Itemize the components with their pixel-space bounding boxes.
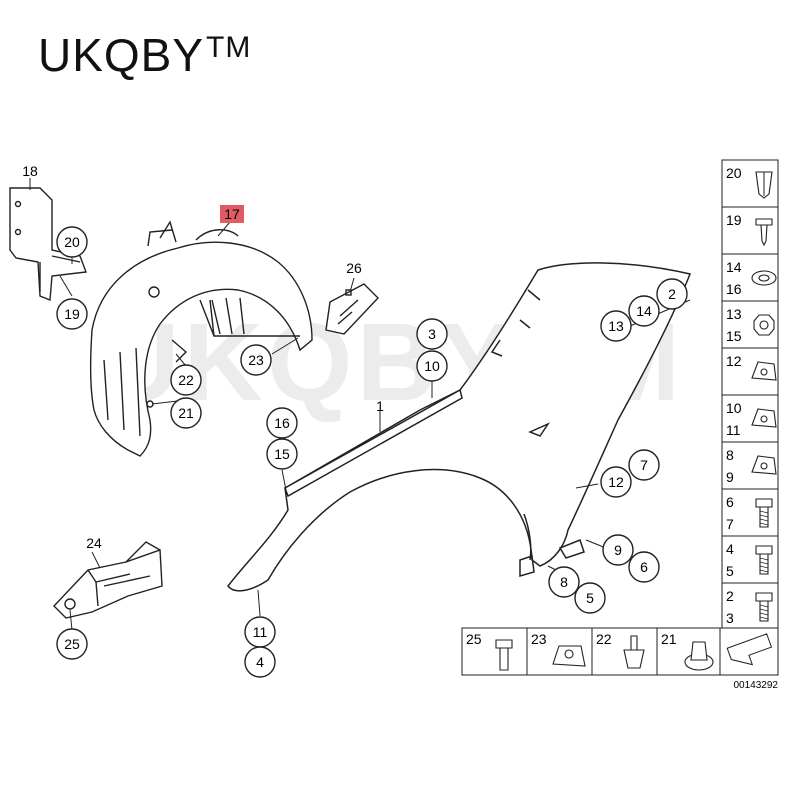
legend-cell: 20 — [721, 159, 779, 208]
circle-label-4: 4 — [244, 646, 276, 678]
legend-label: 23 — [531, 631, 547, 647]
svg-text:22: 22 — [178, 372, 194, 388]
circle-label-6: 6 — [628, 551, 660, 583]
legend-cell: 89 — [721, 441, 779, 490]
circle-label-19: 19 — [56, 298, 88, 330]
circle-label-9: 9 — [602, 534, 634, 566]
legend-cell: 22 — [591, 627, 658, 676]
svg-text:5: 5 — [586, 590, 594, 606]
svg-text:8: 8 — [560, 574, 568, 590]
svg-text:2: 2 — [668, 286, 676, 302]
circle-label-12: 12 — [600, 466, 632, 498]
svg-text:7: 7 — [640, 457, 648, 473]
label-18: 18 — [22, 163, 38, 179]
svg-text:12: 12 — [608, 474, 624, 490]
part-24-bracket — [53, 541, 163, 619]
legend-label: 25 — [466, 631, 482, 647]
svg-text:20: 20 — [64, 234, 80, 250]
circle-label-21: 21 — [170, 397, 202, 429]
label-26: 26 — [346, 260, 362, 276]
label-1: 1 — [376, 398, 384, 414]
legend-label: 11 — [726, 422, 741, 438]
part-26-clip-plate — [325, 283, 379, 335]
svg-text:23: 23 — [248, 352, 264, 368]
svg-text:9: 9 — [614, 542, 622, 558]
highlight-17 — [220, 205, 244, 223]
legend-label: 13 — [726, 306, 742, 322]
svg-text:11: 11 — [253, 624, 268, 640]
legend-label: 21 — [661, 631, 677, 647]
legend-cell: 21 — [656, 627, 723, 676]
part-18-bracket — [9, 187, 87, 302]
svg-text:6: 6 — [640, 559, 648, 575]
arrow-icon — [726, 633, 773, 666]
svg-text:3: 3 — [428, 326, 436, 342]
arrow-tile — [719, 627, 779, 676]
legend-label: 22 — [596, 631, 612, 647]
legend-label: 16 — [726, 281, 742, 297]
legend-label: 15 — [726, 328, 742, 344]
brand-name: UKQBY — [38, 29, 205, 81]
svg-text:15: 15 — [274, 446, 290, 462]
label-17: 17 — [224, 206, 240, 222]
svg-text:13: 13 — [608, 318, 624, 334]
legend-label: 12 — [726, 353, 742, 369]
circle-label-23: 23 — [240, 344, 272, 376]
brand-logo: UKQBYTM — [38, 32, 251, 78]
legend-label: 9 — [726, 469, 734, 485]
part-1-fender — [227, 262, 692, 592]
legend-label: 4 — [726, 541, 734, 557]
legend-row: 25 23 22 21 — [461, 627, 723, 676]
circle-label-13: 13 — [600, 310, 632, 342]
circle-label-7: 7 — [628, 449, 660, 481]
circle-label-20: 20 — [56, 226, 88, 258]
circle-label-2: 2 — [656, 278, 688, 310]
circle-label-10: 10 — [416, 350, 448, 382]
svg-text:19: 19 — [64, 306, 80, 322]
legend-cell: 19 — [721, 206, 779, 255]
svg-text:4: 4 — [256, 654, 264, 670]
legend-cell: 23 — [526, 627, 593, 676]
legend-label: 20 — [726, 165, 742, 181]
svg-text:25: 25 — [64, 636, 80, 652]
main-labels: 18 17 26 1 24 20 19 23 22 21 3 10 16 15 … — [22, 163, 688, 678]
svg-text:21: 21 — [178, 405, 194, 421]
circle-label-15: 15 — [266, 438, 298, 470]
legend-label: 19 — [726, 212, 742, 228]
circle-label-5: 5 — [574, 582, 606, 614]
legend-label: 2 — [726, 588, 734, 604]
svg-text:16: 16 — [274, 415, 290, 431]
circle-label-14: 14 — [628, 295, 660, 327]
part-17-wheel-arch-liner — [89, 220, 313, 457]
circle-label-16: 16 — [266, 407, 298, 439]
label-24: 24 — [86, 535, 102, 551]
circle-label-22: 22 — [170, 364, 202, 396]
diagram-number: 00143292 — [734, 680, 779, 691]
circle-label-3: 3 — [416, 318, 448, 350]
trademark-mark: TM — [206, 31, 252, 64]
legend-cell: 67 — [721, 488, 779, 537]
legend-cell: 23 — [721, 582, 779, 631]
legend-label: 7 — [726, 516, 734, 532]
svg-text:10: 10 — [424, 358, 440, 374]
legend-cell: 25 — [461, 627, 528, 676]
legend-label: 14 — [726, 259, 742, 275]
circle-label-8: 8 — [548, 566, 580, 598]
legend-label: 5 — [726, 563, 734, 579]
circle-label-25: 25 — [56, 628, 88, 660]
legend-label: 10 — [726, 400, 742, 416]
legend-label: 8 — [726, 447, 734, 463]
legend-cell: 12 — [721, 347, 779, 396]
svg-text:14: 14 — [636, 303, 652, 319]
legend-label: 3 — [726, 610, 734, 626]
legend-label: 6 — [726, 494, 734, 510]
legend-cell: 45 — [721, 535, 779, 584]
circle-label-11: 11 — [244, 616, 276, 648]
